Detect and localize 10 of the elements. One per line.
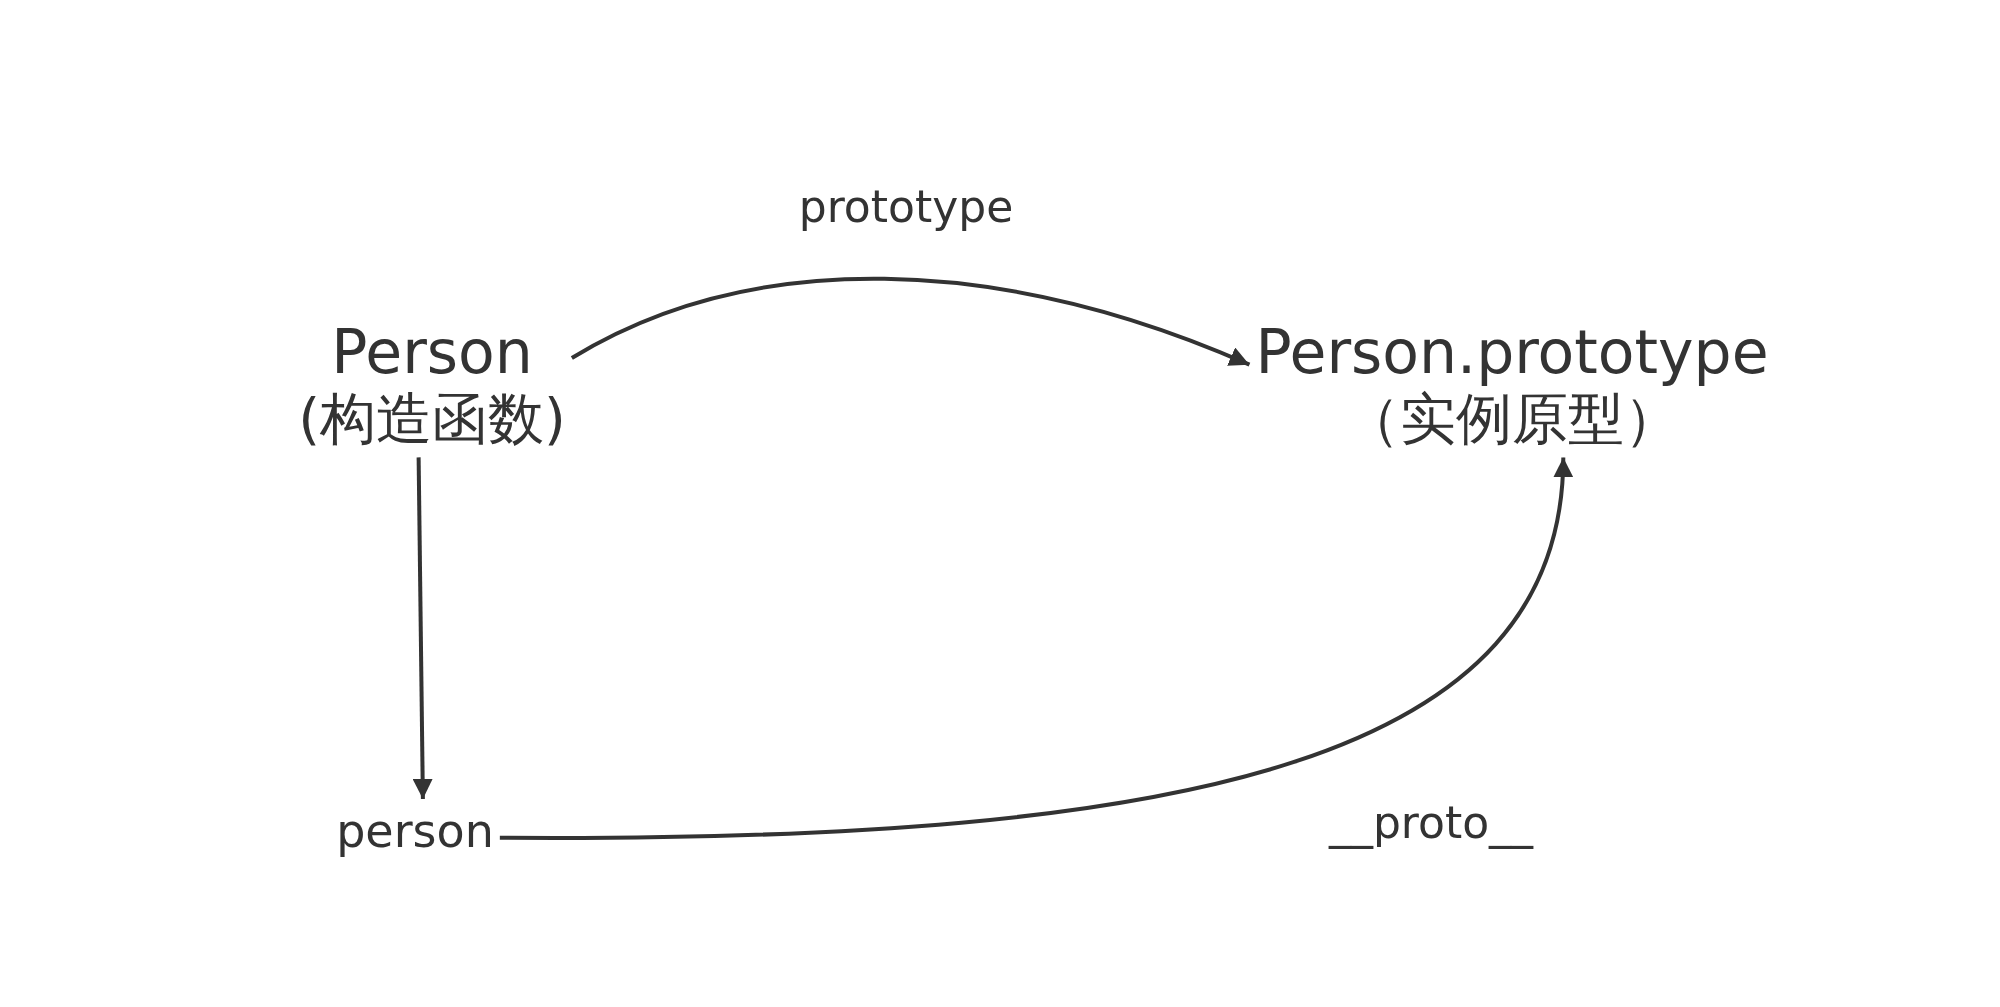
arrow	[412, 457, 433, 800]
node-label: person	[336, 805, 494, 858]
node-caption: （实例原型）	[1344, 387, 1680, 452]
node-caption: (构造函数)	[298, 387, 566, 452]
node-label: Person	[331, 318, 533, 387]
arrow	[570, 276, 1251, 367]
edge-label: __proto__	[1328, 796, 1534, 848]
node-label: Person.prototype	[1255, 318, 1769, 387]
arrow	[499, 457, 1572, 840]
edge-label: prototype	[798, 180, 1014, 232]
